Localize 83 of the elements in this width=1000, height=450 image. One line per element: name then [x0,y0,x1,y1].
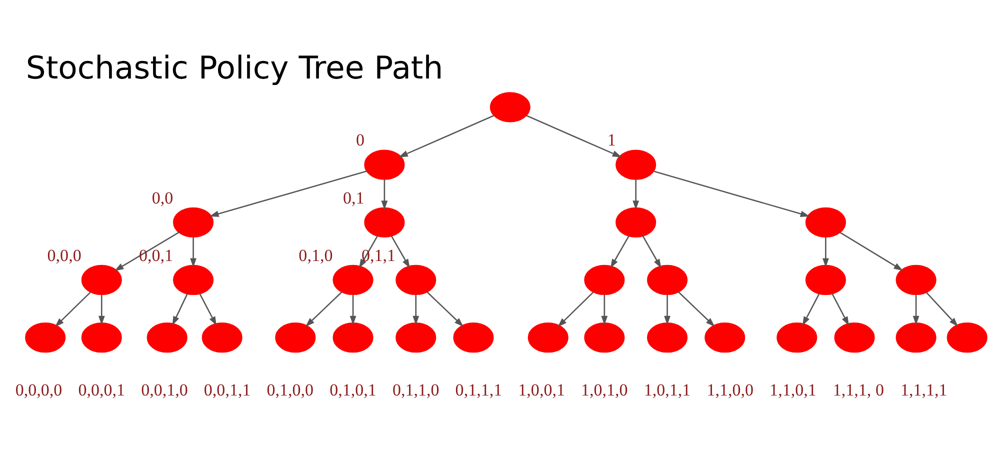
arrow [832,294,849,326]
node-circle [25,322,66,353]
node-circle [490,92,530,122]
node-label: 0,0,0,0 [15,380,62,400]
node-circle [646,322,688,353]
diagram-title: Stochastic Policy Tree Path [26,50,444,87]
node-circle [81,264,122,296]
node-circle [896,322,936,353]
arrow [172,294,188,326]
node-circle [396,264,436,296]
node-label: 0,0,0,1 [78,380,126,400]
node-circle [332,322,374,353]
arrow [526,115,622,158]
arrow [926,292,958,327]
node-circle [616,150,656,180]
node-label: 1,0,0,1 [518,380,565,400]
node-circle [453,322,494,353]
node-label: 1,1,1, 0 [832,380,884,400]
arrow [840,232,903,271]
node-circle [834,322,875,353]
node-circle [805,264,846,296]
node-circle [364,150,405,180]
node-label: 0,0,1,1 [204,380,251,400]
arrow [412,294,420,326]
node-label: 0 [356,130,364,150]
arrow [210,170,367,217]
node-label: 0,1 [343,188,364,208]
node-circle [364,207,405,238]
arrow [601,294,608,326]
arrow [558,292,594,327]
arrow [664,294,670,326]
arrow [350,294,356,326]
node-circle [896,264,936,296]
node-circle [81,322,122,353]
node-circle [704,322,746,353]
arrow [305,291,342,327]
arrow [632,179,640,210]
arrow [802,294,820,326]
arrow [654,170,810,217]
node-circle [584,322,625,353]
node-label: 1,0,1,0 [581,380,628,400]
node-circle [946,322,988,353]
node-label: 1,1,1,1 [900,380,948,400]
node-label: 0,0,0 [47,246,82,265]
node-circle [275,322,316,353]
node-circle [584,264,625,296]
arrow [678,291,715,327]
node-label: 0,1,1,1 [455,380,502,400]
node-circle [616,207,656,238]
node-circle [146,322,188,353]
arrow [642,236,662,268]
node-label: 0,1,0 [298,246,333,265]
node-circle [202,322,242,353]
node-label: 0,0 [152,188,174,208]
arrow [381,179,388,210]
node-label: 1,0,1,1 [644,380,691,400]
arrow [114,232,180,271]
arrow [190,237,196,268]
arrow [54,292,91,327]
node-label: 0,1,1,0 [392,380,440,400]
arrow [398,115,494,158]
node-label: 1 [607,130,616,150]
node-circle [332,264,374,296]
arrow [199,294,217,326]
arrow [390,236,410,268]
node-circle [396,322,436,353]
node-label: 1,1,0,1 [770,380,816,400]
node-circle [173,264,214,296]
node-label: 0,1,0,1 [330,380,376,400]
node-circle [805,207,846,238]
node-circle [646,264,688,296]
arrow [98,294,105,326]
node-label: 0,0,1,0 [141,380,188,400]
arrow [610,236,630,268]
node-circle [173,207,214,238]
node-label: 0,0,1 [138,246,173,265]
arrow [426,291,464,327]
arrow [822,237,829,268]
arrow [912,294,920,326]
node-circle [776,322,818,353]
node-label: 1,1,0,0 [706,380,754,400]
node-circle [528,322,568,353]
node-label: 0,1,0,0 [266,380,314,400]
